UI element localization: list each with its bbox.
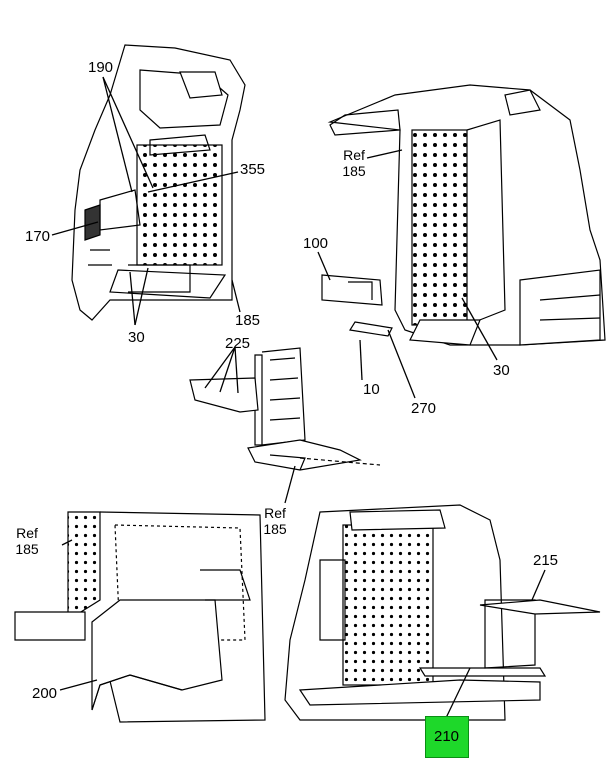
callout-215: 215 — [533, 552, 559, 569]
callout-210: 210 — [434, 728, 460, 745]
ref-185-top-right: Ref 185 — [339, 147, 369, 179]
leaders-bottom-right — [444, 569, 546, 721]
ref-185-middle: Ref 185 — [260, 505, 290, 537]
leaders-bottom-left — [59, 539, 98, 691]
callout-10: 10 — [363, 381, 380, 398]
callout-190: 190 — [88, 59, 114, 76]
ref-label: Ref — [16, 525, 38, 541]
callout-185: 185 — [235, 312, 261, 329]
callout-355: 355 — [240, 161, 266, 178]
view-bottom-left — [14, 511, 266, 723]
ref-label: Ref — [343, 147, 365, 163]
leaders-middle — [204, 346, 296, 504]
callout-200: 200 — [32, 685, 58, 702]
view-top-right — [321, 84, 606, 346]
callout-30-right: 30 — [493, 362, 510, 379]
callout-210-highlight[interactable]: 210 — [425, 716, 469, 758]
callout-170: 170 — [25, 228, 51, 245]
view-middle — [189, 347, 381, 471]
leaders-top-right — [317, 149, 498, 399]
ref-185-bottom-left: Ref 185 — [12, 525, 42, 557]
view-bottom-right — [284, 504, 601, 721]
callout-270: 270 — [411, 400, 437, 417]
view-top-left — [71, 44, 246, 321]
ref-number: 185 — [263, 521, 287, 537]
callout-225: 225 — [225, 335, 251, 352]
ref-number: 185 — [15, 541, 39, 557]
callout-30: 30 — [128, 329, 145, 346]
ref-label: Ref — [264, 505, 286, 521]
callout-100: 100 — [303, 235, 329, 252]
leaders-top-left — [51, 76, 241, 326]
ref-number: 185 — [342, 163, 366, 179]
